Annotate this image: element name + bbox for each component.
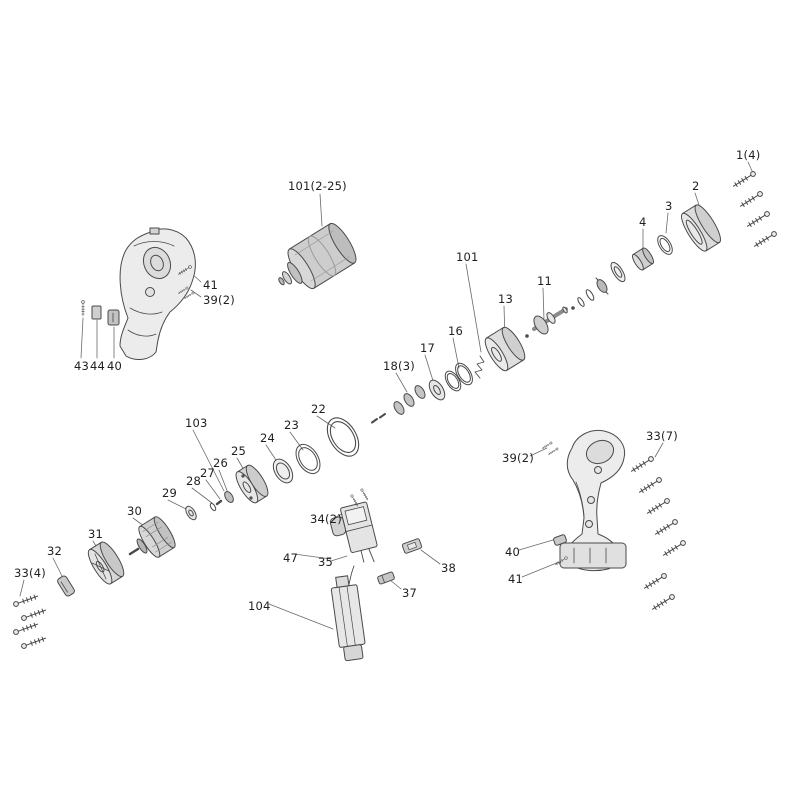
sleeve-part-4 [631,247,655,271]
housing-screws-1-icon [731,170,778,249]
washer-rings-16-17 [428,362,473,401]
housing-screws-33-7-icon [629,455,687,612]
motor-screws-33-4-icon [12,593,47,650]
switch-assembly [329,488,423,662]
small-gear-26 [224,491,234,503]
bracket-part-32 [57,575,75,597]
ring-23 [295,443,321,475]
motor-bearing-and-pinion [571,261,626,310]
spindle-part-11 [525,306,568,338]
switch-block-104 [330,575,366,662]
right-small-parts-40-41 [553,534,569,567]
washer-24 [272,458,294,484]
led-module-38 [401,538,423,554]
washer-29 [185,505,197,521]
end-frame-part-31 [87,541,125,585]
washer-28 [209,502,217,512]
o-ring-part-3 [657,235,673,255]
hammer-part-13 [484,326,526,372]
small-parts-43-44-40 [81,300,120,326]
bearing-box-25 [235,464,269,504]
pin-27 [215,499,223,506]
left-housing-half [119,227,196,360]
ring-gear-22 [326,417,360,457]
right-housing-half [559,429,627,572]
assembled-gear-unit-101 [278,222,357,290]
planet-gears-18 [371,385,426,424]
hammer-spring [474,355,485,379]
rotor-part-30 [128,516,176,558]
leader-lines [19,161,754,630]
right-housing-screws-39-icon [541,441,559,456]
forward-reverse-button-37 [377,571,395,585]
rear-cap-part-2 [680,204,722,252]
